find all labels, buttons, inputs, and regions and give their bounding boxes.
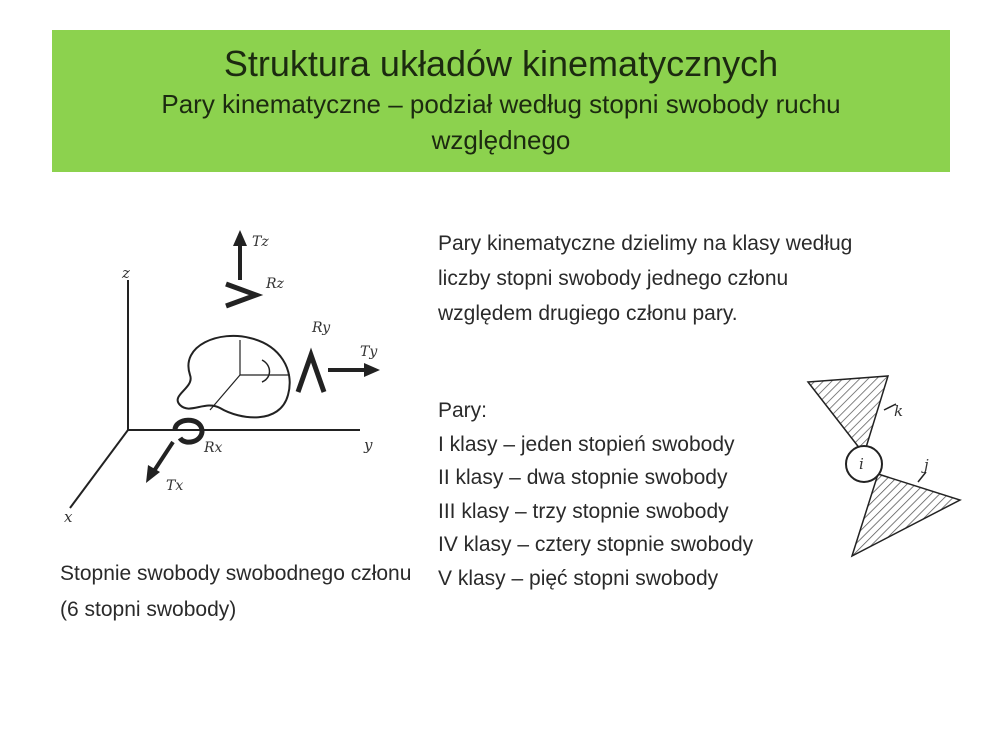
symbol-ry: Ry (311, 320, 331, 336)
symbol-ty: Ty (360, 344, 378, 360)
slide-title-banner: Struktura układów kinematycznych Pary ki… (52, 30, 950, 172)
joint-label-i: i (859, 455, 864, 473)
link-label-k: k (894, 402, 903, 420)
link-label-j: j (921, 456, 929, 474)
list-item: II klasy – dwa stopnie swobody (438, 466, 728, 489)
slide-subtitle: Pary kinematyczne – podział według stopn… (161, 89, 841, 155)
symbol-rz: Rz (265, 276, 285, 292)
symbol-tx: Tx (166, 478, 183, 494)
list-item: III klasy – trzy stopnie swobody (438, 499, 729, 523)
axis-label-y: y (363, 436, 373, 454)
pair-classes-list: Pary: I klasy – jeden stopień swobody II… (438, 394, 858, 595)
list-item: V klasy – pięć stopni swobody (438, 566, 719, 590)
symbol-rx: Rx (203, 440, 223, 456)
list-item: IV klasy – cztery stopnie swobody (438, 533, 754, 556)
intro-paragraph: Pary kinematyczne dzielimy na klasy wedł… (438, 232, 853, 325)
kinematic-pair-diagram: i k j (806, 375, 962, 558)
axis-label-z: z (121, 264, 130, 282)
axis-label-x: x (64, 508, 73, 526)
slide-title: Struktura układów kinematycznych (223, 43, 779, 84)
free-body-dof-diagram: z y x Tz Rz Ry Ty Rx Tx (64, 230, 380, 526)
figure-caption: Stopnie swobody swobodnego członu (6 sto… (60, 562, 412, 621)
pairs-heading: Pary: (438, 399, 488, 422)
symbol-tz: Tz (252, 234, 269, 250)
list-item: I klasy – jeden stopień swobody (438, 432, 735, 456)
